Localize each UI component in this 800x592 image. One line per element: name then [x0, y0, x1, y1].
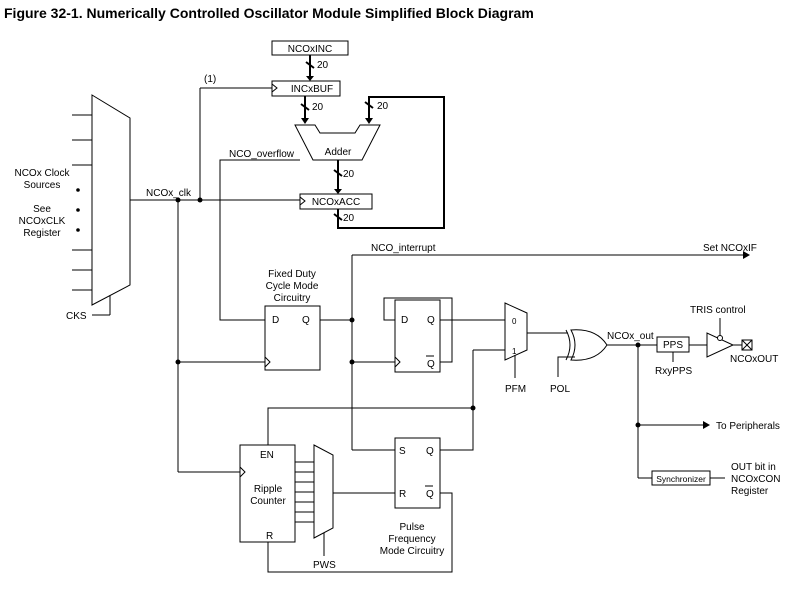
out-bit-label-1: OUT bit in — [731, 462, 776, 473]
synchronizer-label: Synchronizer — [656, 474, 706, 484]
sr-reset-feedback — [267, 492, 453, 573]
bus-width-feedback: 20 — [377, 101, 389, 112]
nco-interrupt-net — [320, 251, 750, 451]
fdc-title-2: Cycle Mode — [266, 281, 319, 292]
pws-label: PWS — [313, 560, 336, 571]
out-bit-label-3: Register — [731, 486, 769, 497]
ripple-label-1: Ripple — [254, 484, 283, 495]
ncoxacc-register — [299, 193, 373, 210]
cks-label: CKS — [66, 311, 87, 322]
bus-width-adder: 20 — [343, 169, 355, 180]
clock-sources-label-2: Sources — [24, 180, 61, 191]
pps-label: PPS — [663, 340, 683, 351]
bus-width-buf: 20 — [312, 102, 324, 113]
incxbuf-label: INCxBUF — [291, 84, 333, 95]
toggle-feedback — [383, 297, 453, 363]
ncox-out-net — [607, 342, 710, 479]
ncoxout-label: NCOxOUT — [730, 354, 778, 365]
pfm-label: PFM — [505, 384, 526, 395]
fdc-title-1: Fixed Duty — [268, 269, 316, 280]
pfm-mux — [504, 302, 528, 361]
adder — [294, 124, 381, 161]
nco-clk-net — [130, 87, 300, 473]
pfm-in0-label: 0 — [512, 317, 517, 326]
ripple-r-label: R — [266, 531, 273, 542]
bus-width-acc: 20 — [343, 213, 355, 224]
pol-label: POL — [550, 384, 570, 395]
sr-q-wire — [440, 408, 474, 451]
ncoxinc-label: NCOxINC — [288, 44, 332, 55]
nco-overflow-label: NCO_overflow — [229, 149, 295, 160]
pulse-title-2: Frequency — [388, 534, 435, 545]
to-peripherals-label: To Peripherals — [716, 421, 780, 432]
tris-control-label: TRIS control — [690, 305, 746, 316]
ripple-en-label: EN — [260, 450, 274, 461]
nco-clk-label: NCOx_clk — [146, 188, 192, 199]
bus-width-inc: 20 — [317, 60, 329, 71]
ripple-counter — [239, 444, 296, 543]
see-label: See — [33, 204, 51, 215]
pfm-toggle-flipflop — [394, 299, 441, 373]
sr-r-label: R — [399, 489, 406, 500]
counter-outputs — [295, 461, 314, 523]
clock-source-mux — [72, 94, 131, 316]
ncoxout-pin — [741, 339, 753, 351]
pulse-title-1: Pulse — [399, 522, 424, 533]
nco-interrupt-label: NCO_interrupt — [371, 243, 436, 254]
nco-overflow-wire — [219, 159, 300, 321]
ncox-out-label: NCOx_out — [607, 331, 654, 342]
toggle-d-label: D — [401, 315, 408, 326]
sr-s-label: S — [399, 446, 406, 457]
ncoxclk-label: NCOxCLK — [19, 216, 66, 227]
clock-sources-label: NCOx Clock — [14, 168, 70, 179]
pfm-in1-label: 1 — [512, 347, 517, 356]
sr-q-label: Q — [426, 446, 434, 457]
fdc-title-3: Circuitry — [274, 293, 311, 304]
sr-qbar-label: Q — [426, 489, 434, 500]
register-label: Register — [23, 228, 61, 239]
figure-title: Figure 32-1. Numerically Controlled Osci… — [4, 5, 534, 21]
fixed-duty-flipflop — [264, 305, 321, 371]
rxypps-label: RxyPPS — [655, 366, 693, 377]
pulse-title-3: Mode Circuitry — [380, 546, 444, 557]
enable-wire — [267, 350, 474, 445]
adder-label: Adder — [325, 147, 352, 158]
pulse-sr-latch — [394, 437, 441, 509]
ncoxacc-label: NCOxACC — [312, 197, 360, 208]
ripple-label-2: Counter — [250, 496, 286, 507]
output-buffer — [706, 318, 742, 358]
set-ncoxif-label: Set NCOxIF — [703, 243, 757, 254]
toggle-q-label: Q — [427, 315, 435, 326]
polarity-xor-gate — [565, 329, 608, 361]
fdc-q-label: Q — [302, 315, 310, 326]
note-marker: (1) — [204, 74, 216, 85]
toggle-qbar-label: Q — [427, 359, 435, 370]
data-buses — [300, 55, 445, 229]
fdc-d-label: D — [272, 315, 279, 326]
pws-mux — [313, 444, 334, 539]
out-bit-label-2: NCOxCON — [731, 474, 780, 485]
